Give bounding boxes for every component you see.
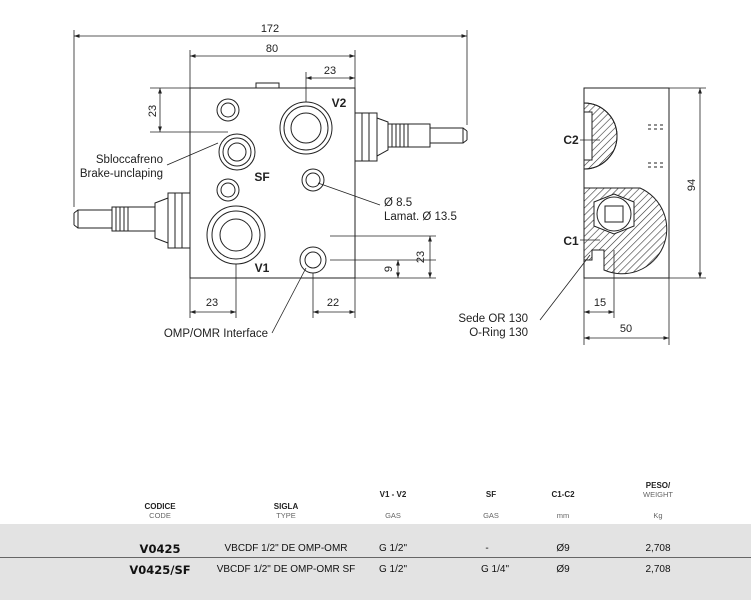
right-cartridge (354, 112, 468, 162)
dim-top-offset: 23 (324, 65, 336, 77)
technical-drawing: 172 80 23 23 23 9 23 22 94 15 50 V2 SF V… (73, 23, 706, 345)
header-c1c2-sub: mm (556, 511, 570, 520)
row1-weight: 2,708 (645, 543, 671, 554)
header-v1v2: V1 - V2 (379, 490, 407, 499)
row2-c1c2: Ø9 (556, 564, 570, 575)
interface-label: OMP/OMR Interface (164, 328, 268, 340)
header-v1v2-sub: GAS (385, 511, 401, 520)
row1-c1c2: Ø9 (556, 543, 570, 554)
bolt-head (593, 193, 635, 235)
header-sf-sub: GAS (483, 511, 499, 520)
spotface-label: Lamat. Ø 13.5 (384, 211, 457, 223)
row1-type: VBCDF 1/2" DE OMP-OMR (224, 543, 348, 554)
hole-diameter-label: Ø 8.5 (384, 197, 412, 209)
left-cartridge (73, 192, 191, 249)
dim-bottom-left: 23 (206, 297, 218, 309)
row1-code: V0425 (139, 542, 181, 556)
header-c1c2: C1-C2 (551, 490, 575, 499)
port-sf-hole (216, 178, 240, 202)
row2-code: V0425/SF (129, 563, 191, 577)
oring-seat-label-en: O-Ring 130 (469, 327, 528, 339)
valve-body-front (189, 87, 356, 279)
dim-total-width: 172 (261, 23, 279, 35)
row2-v1v2: G 1/2" (378, 564, 408, 575)
header-type-sub: TYPE (276, 511, 296, 520)
header-code: CODICE (144, 502, 176, 511)
row1-sf: - (485, 543, 489, 554)
port-label-v1: V1 (255, 261, 270, 275)
port-label-v2: V2 (332, 96, 347, 110)
port-label-c1: C1 (563, 234, 579, 248)
header-weight-unit: Kg (653, 511, 663, 520)
dim-lower-small: 9 (383, 266, 395, 272)
table-body-band (0, 524, 751, 600)
header-weight: PESO/ (645, 481, 671, 490)
hole-top-small (216, 98, 240, 122)
dim-lower-right: 23 (415, 251, 427, 263)
row2-sf: G 1/4" (480, 564, 510, 575)
row2-weight: 2,708 (645, 564, 671, 575)
brake-label-it: Sbloccafreno (96, 154, 163, 166)
dim-side-15: 15 (594, 297, 606, 309)
row1-v1v2: G 1/2" (378, 543, 408, 554)
port-label-c2: C2 (563, 133, 579, 147)
port-label-sf: SF (254, 170, 269, 184)
row2-type: VBCDF 1/2" DE OMP-OMR SF (216, 564, 356, 575)
row-separator (0, 557, 751, 558)
header-weight-sub: WEIGHT (643, 490, 673, 499)
dim-left-offset: 23 (147, 105, 159, 117)
dim-body-width: 80 (266, 43, 278, 55)
header-sf: SF (485, 490, 497, 499)
dim-bottom-right: 22 (327, 297, 339, 309)
dim-side-height: 94 (686, 179, 698, 191)
port-v2-hole (279, 101, 333, 155)
header-code-sub: CODE (149, 511, 171, 520)
header-type: SIGLA (273, 502, 299, 511)
dim-side-50: 50 (620, 323, 632, 335)
oring-seat-label-it: Sede OR 130 (458, 313, 528, 325)
mount-hole-middle (301, 168, 325, 192)
brake-port-hole (218, 133, 256, 171)
brake-label-en: Brake-unclaping (80, 168, 163, 180)
